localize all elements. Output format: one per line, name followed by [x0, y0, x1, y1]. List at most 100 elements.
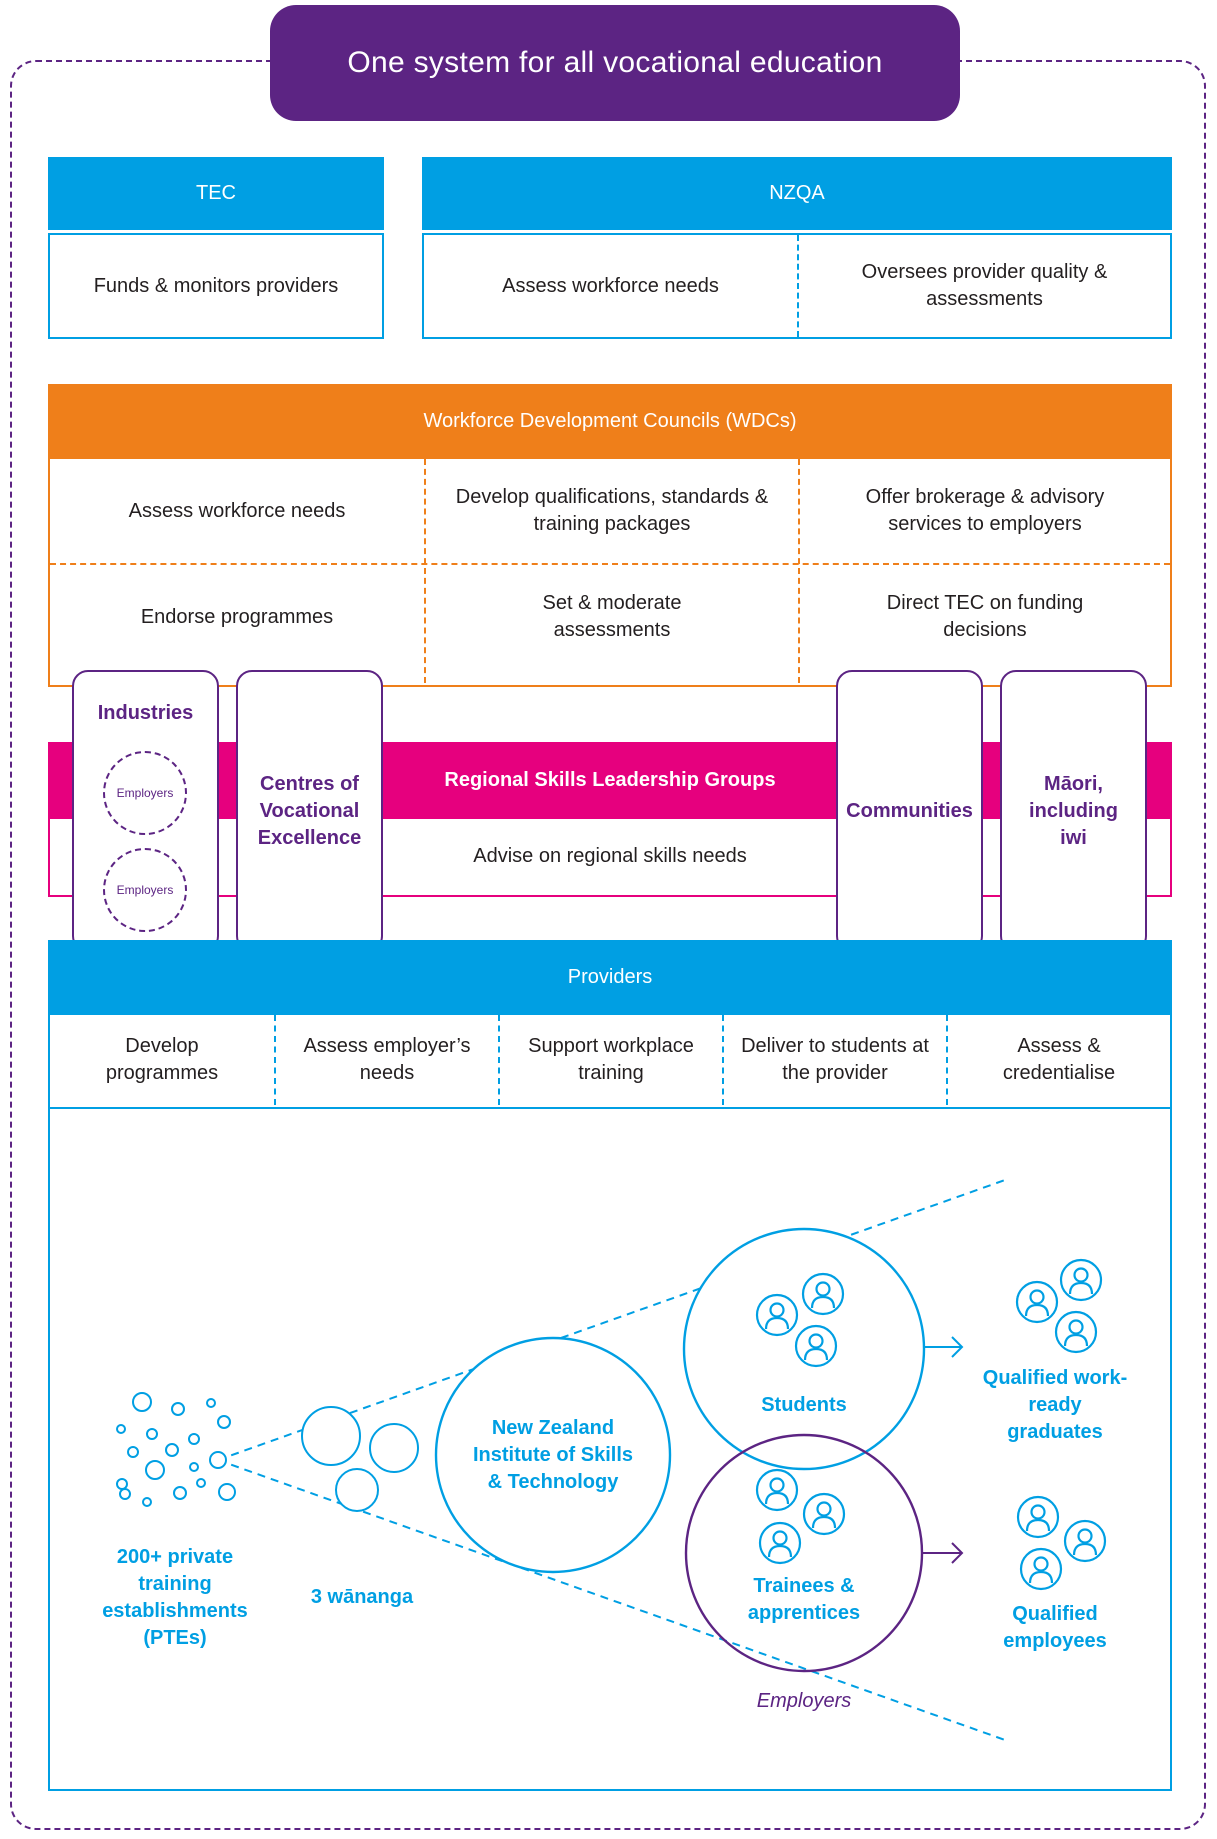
wdc-role: Develop qualifications, standards & trai… [426, 459, 798, 563]
employers-circle: Employers [103, 848, 187, 932]
providers-header: Providers [48, 940, 1172, 1015]
tec-header: TEC [48, 157, 384, 230]
person-icon [1015, 1280, 1059, 1324]
industries-label: Industries [74, 698, 217, 728]
wdc-role-label: Direct TEC on funding decisions [886, 592, 1084, 641]
cove-pillar: Centres of Vocational Excellence [236, 670, 383, 952]
wdc-role-label: Assess workforce needs [128, 499, 346, 522]
nzist-label: New Zealand Institute of Skills & Techno… [470, 1395, 636, 1515]
provider-role: Deliver to students at the provider [724, 1015, 946, 1105]
wdc-role: Direct TEC on funding decisions [800, 565, 1170, 669]
employers-label-text: Employers [756, 1689, 852, 1712]
nzqa-role: Assess workforce needs [424, 235, 797, 337]
wananga-label-text: 3 wānanga [310, 1585, 414, 1608]
wananga-circles [301, 1406, 419, 1512]
tec-role-label: Funds & monitors providers [93, 274, 339, 297]
nzist-circle [434, 1336, 672, 1574]
employees-label: Qualified employees [980, 1598, 1130, 1658]
industries-pillar: Industries Employers Employers [72, 670, 219, 952]
wdc-role: Set & moderate assessments [426, 565, 798, 669]
pte-dots [116, 1392, 236, 1507]
ptes-label-text: 200+ private training establishments (PT… [102, 1546, 248, 1649]
rslg-role-label: Advise on regional skills needs [473, 844, 747, 867]
wananga-label: 3 wānanga [282, 1582, 442, 1612]
person-icon [1063, 1519, 1107, 1563]
employers-label: Employers [116, 786, 174, 800]
provider-role-label: Assess & credentialise [1002, 1035, 1116, 1084]
rslg-header-label: Regional Skills Leadership Groups [444, 769, 776, 791]
employers-circle: Employers [103, 751, 187, 835]
wdc-header-label: Workforce Development Councils (WDCs) [423, 410, 797, 432]
person-icon [802, 1492, 846, 1536]
nzqa-header-label: NZQA [769, 182, 825, 204]
industries-label-text: Industries [97, 701, 194, 724]
provider-role: Support workplace training [500, 1015, 722, 1105]
employees-label-text: Qualified employees [1003, 1603, 1107, 1652]
wdc-header: Workforce Development Councils (WDCs) [48, 384, 1172, 459]
divider [946, 1015, 948, 1105]
wdc-role-label: Set & moderate assessments [542, 592, 682, 641]
nzqa-role: Oversees provider quality & assessments [799, 235, 1170, 337]
arrow-right-icon [925, 1336, 964, 1358]
communities-label: Communities [846, 799, 973, 822]
divider [498, 1015, 500, 1105]
wdc-role-label: Offer brokerage & advisory services to e… [865, 486, 1105, 535]
divider [50, 563, 1170, 565]
ptes-label: 200+ private training establishments (PT… [80, 1540, 270, 1656]
person-icon [1059, 1258, 1103, 1302]
system-title-banner: One system for all vocational education [270, 5, 960, 121]
providers-roles: Develop programmes Assess employer’s nee… [48, 1015, 1172, 1109]
provider-role-label: Assess employer’s needs [303, 1035, 471, 1084]
system-title: One system for all vocational education [347, 46, 883, 79]
nzqa-role-label: Oversees provider quality & assessments [861, 261, 1108, 310]
communities-pillar: Communities [836, 670, 983, 952]
employers-label: Employers [724, 1686, 884, 1716]
provider-role: Develop programmes [50, 1015, 274, 1105]
employers-label: Employers [116, 883, 174, 897]
person-icon [755, 1293, 799, 1337]
graduates-label-text: Qualified work-ready graduates [982, 1366, 1128, 1443]
wdc-role: Endorse programmes [50, 565, 424, 669]
rslg-header: Regional Skills Leadership Groups [380, 742, 840, 819]
tec-role: Funds & monitors providers [48, 233, 384, 339]
nzist-label-text: New Zealand Institute of Skills & Techno… [472, 1416, 634, 1493]
person-icon [1019, 1547, 1063, 1591]
wdc-role: Assess workforce needs [50, 459, 424, 563]
provider-role-label: Deliver to students at the provider [741, 1035, 929, 1084]
rslg-role-box [48, 819, 1172, 897]
divider [424, 459, 426, 683]
person-icon [758, 1521, 802, 1565]
person-icon [1016, 1495, 1060, 1539]
providers-header-label: Providers [567, 966, 653, 988]
cove-label: Centres of Vocational Excellence [257, 772, 362, 849]
maori-pillar: Māori, including iwi [1000, 670, 1147, 952]
divider [798, 459, 800, 683]
graduates-label: Qualified work-ready graduates [980, 1360, 1130, 1450]
wdc-role-label: Develop qualifications, standards & trai… [455, 486, 769, 535]
students-label: Students [724, 1390, 884, 1420]
nzqa-header: NZQA [422, 157, 1172, 230]
maori-label: Māori, including iwi [1029, 772, 1118, 849]
nzqa-role-label: Assess workforce needs [502, 274, 719, 297]
trainees-label: Trainees & apprentices [724, 1570, 884, 1630]
tec-header-label: TEC [196, 182, 236, 204]
trainees-label-text: Trainees & apprentices [747, 1575, 861, 1624]
provider-role-label: Develop programmes [105, 1035, 219, 1084]
person-icon [794, 1324, 838, 1368]
arrow-right-icon [923, 1542, 964, 1564]
person-icon [755, 1468, 799, 1512]
divider [722, 1015, 724, 1105]
wdc-roles: Assess workforce needs Develop qualifica… [48, 459, 1172, 687]
provider-role-label: Support workplace training [528, 1035, 694, 1084]
provider-role: Assess & credentialise [948, 1015, 1170, 1105]
trainees-circle [684, 1433, 924, 1673]
rslg-header-band [48, 742, 1172, 819]
wdc-role: Offer brokerage & advisory services to e… [800, 459, 1170, 563]
person-icon [801, 1272, 845, 1316]
rslg-role: Advise on regional skills needs [380, 819, 840, 893]
nzqa-roles: Assess workforce needs Oversees provider… [422, 233, 1172, 339]
divider [274, 1015, 276, 1105]
person-icon [1054, 1310, 1098, 1354]
divider [797, 235, 799, 337]
